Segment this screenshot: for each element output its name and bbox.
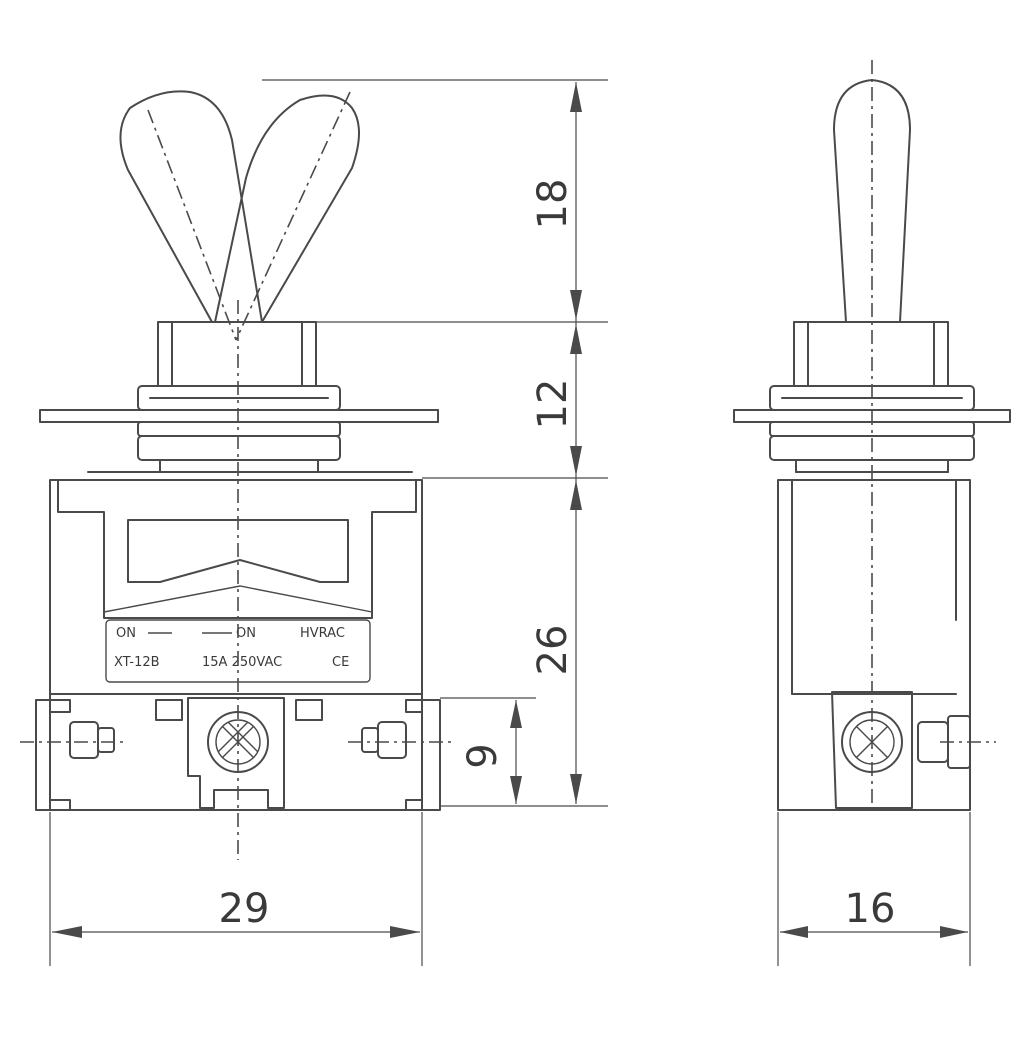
label-brand: HVRAC bbox=[300, 626, 345, 641]
side-dimensions: 16 bbox=[777, 812, 971, 966]
side-bushing bbox=[793, 321, 949, 387]
dim-body-height: 26 bbox=[530, 625, 576, 676]
dim-lever-height: 18 bbox=[530, 179, 576, 230]
dim-body-width: 29 bbox=[219, 886, 270, 932]
label-model: XT-12B bbox=[114, 655, 160, 670]
label-on-left: ON bbox=[116, 626, 136, 641]
side-body bbox=[777, 479, 971, 811]
dim-side-width: 16 bbox=[845, 886, 896, 932]
dim-terminal-height: 9 bbox=[460, 743, 506, 768]
front-view: ON ON HVRAC XT-12B 15A 250VAC CE bbox=[20, 90, 456, 860]
label-on-mid: ON bbox=[236, 626, 256, 641]
side-view bbox=[733, 60, 1011, 811]
lower-nut bbox=[137, 421, 341, 437]
center-terminal bbox=[187, 697, 285, 809]
lower-washer bbox=[137, 435, 341, 461]
bushing bbox=[157, 321, 317, 387]
lever-left-axis bbox=[147, 109, 237, 341]
dim-bushing-height: 12 bbox=[530, 379, 576, 430]
lever-right-axis bbox=[235, 91, 351, 341]
mounting-plate bbox=[39, 409, 439, 423]
side-terminal bbox=[831, 691, 971, 809]
right-terminal bbox=[348, 699, 456, 811]
label-rating: 15A 250VAC bbox=[202, 655, 282, 670]
label-ce-mark: CE bbox=[332, 655, 349, 670]
lever-right-position bbox=[214, 94, 360, 323]
body-window bbox=[127, 519, 349, 583]
left-terminal bbox=[20, 699, 128, 811]
lever-left-position bbox=[119, 90, 263, 323]
front-dimensions: 18 12 26 9 29 bbox=[49, 79, 608, 966]
